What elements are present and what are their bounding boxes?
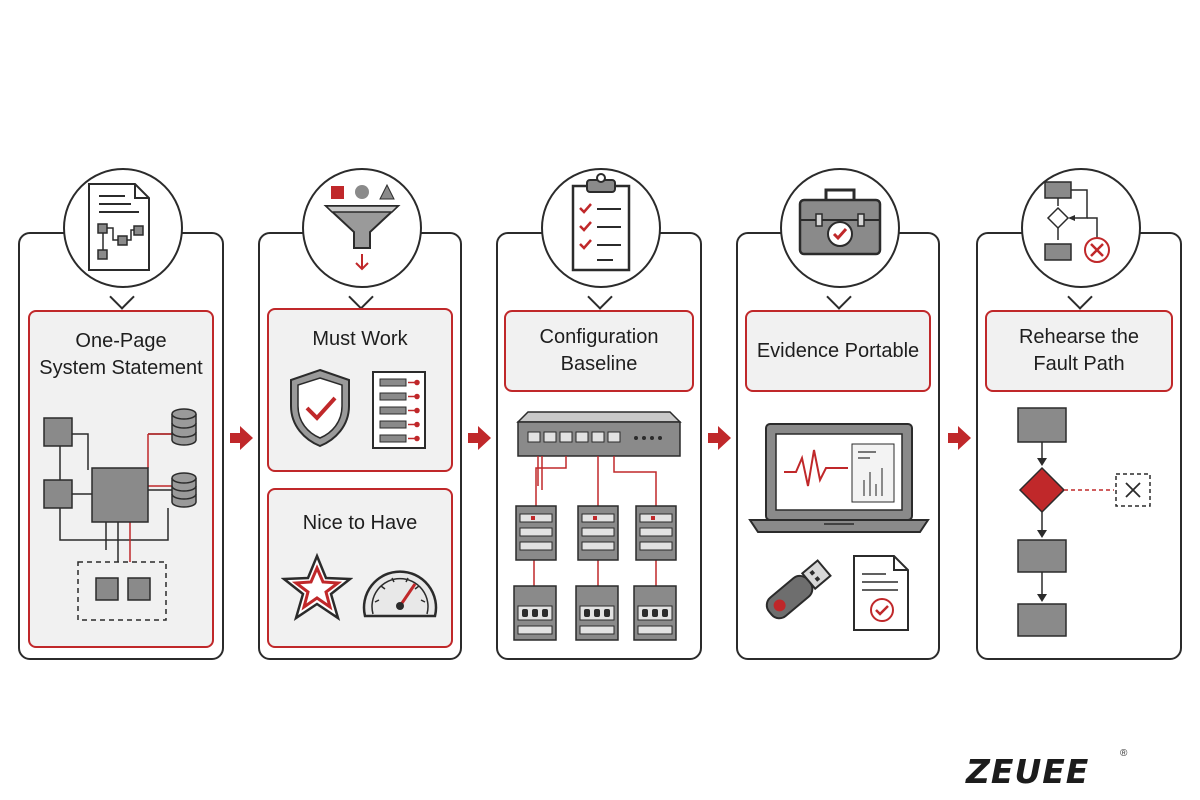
registered-mark: ® (1120, 748, 1128, 759)
database-icon (171, 472, 197, 508)
fault-path-flowchart (1017, 407, 1151, 637)
step-label-line: Rehearse the (1018, 326, 1140, 348)
step-label-rehearse-fault-path: Rehearse the Fault Path (985, 310, 1173, 392)
must-work-panel: Must Work (267, 308, 453, 472)
arrow-right-icon (468, 426, 491, 450)
usb-drive-icon (765, 559, 832, 620)
system-architecture-diagram (43, 408, 197, 621)
step-label-line: Evidence Portable (756, 339, 920, 362)
star-icon (281, 552, 353, 621)
document-diagram-icon (63, 168, 183, 288)
verified-document-icon (853, 555, 909, 631)
step-label-line: Baseline (560, 353, 638, 375)
flowchart-error-icon (1021, 168, 1141, 288)
database-icon (171, 408, 197, 446)
arrow-right-icon (708, 426, 731, 450)
nice-to-have-title: Nice to Have (302, 512, 418, 534)
server-list-icon (372, 371, 426, 449)
step-label-evidence-portable: Evidence Portable (745, 310, 931, 392)
nice-to-have-panel: Nice to Have (267, 488, 453, 648)
step-label-line: One-Page (75, 330, 167, 352)
filter-funnel-icon (302, 168, 422, 288)
must-work-title: Must Work (312, 328, 408, 350)
laptop-monitoring-icon (748, 423, 930, 533)
brand-logo-text: ZEUEE (966, 752, 1090, 791)
step-label-configuration-baseline: Configuration Baseline (504, 310, 694, 392)
arrow-right-icon (230, 426, 253, 450)
arrow-right-icon (948, 426, 971, 450)
clipboard-checklist-icon (541, 168, 661, 288)
brand-logo: ZEUEE (966, 752, 1090, 791)
shield-check-icon (290, 368, 350, 448)
step-label-line: Configuration (539, 326, 659, 348)
briefcase-check-icon (780, 168, 900, 288)
gauge-icon (362, 570, 438, 618)
step-label-line: System Statement (39, 357, 203, 379)
network-switch-topology-icon (513, 411, 682, 641)
step-label-line: Fault Path (1033, 353, 1125, 375)
